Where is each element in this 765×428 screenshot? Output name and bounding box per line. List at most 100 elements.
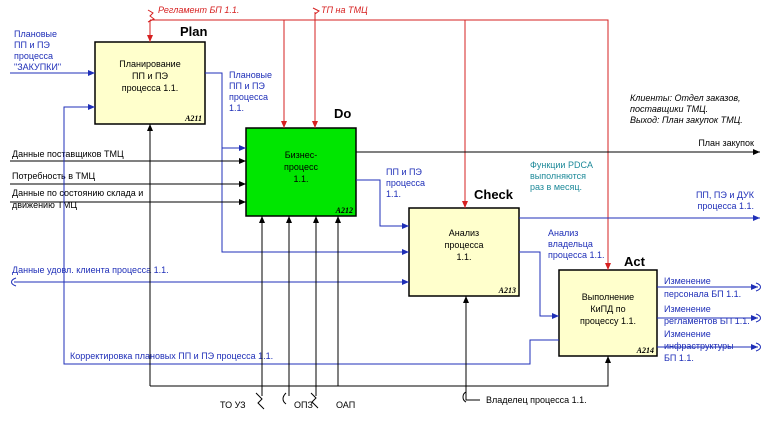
input-client-sat-tunnel xyxy=(11,277,17,287)
output-pp-pe-duk-line-1: ПП, ПЭ и ДУК xyxy=(696,190,755,200)
flow-do-to-check[interactable]: ПП и ПЭ процесса 1.1. xyxy=(356,167,425,229)
flow-do-to-check-line-2: процесса xyxy=(386,178,425,188)
feedback-correction[interactable]: Корректировка плановых ПП и ПЭ процесса … xyxy=(63,104,559,365)
mechanism-oap[interactable]: ОАП xyxy=(310,216,355,410)
box-plan-id: A211 xyxy=(184,114,202,123)
feedback-correction-arrow xyxy=(63,104,559,365)
flow-do-to-check-line-1: ПП и ПЭ xyxy=(386,167,422,177)
control-tp-tmc[interactable]: ТП на ТМЦ xyxy=(312,5,368,128)
mechanism-owner-tunnel xyxy=(462,391,467,403)
flow-check-to-act-line-2: владельца xyxy=(548,239,593,249)
input-plan-zakupki-line-1: Плановые xyxy=(14,29,57,39)
pdca-act-label: Act xyxy=(624,254,646,269)
box-do-line-1: Бизнес- xyxy=(285,150,318,160)
input-stock-line-1: Данные по состоянию склада и xyxy=(12,188,143,198)
input-suppliers[interactable]: Данные поставщиков ТМЦ xyxy=(10,149,246,164)
mechanism-oap-tunnel xyxy=(310,392,319,409)
flow-check-to-act-arrow xyxy=(519,251,559,319)
input-plan-zakupki[interactable]: Плановые ПП и ПЭ процесса "ЗАКУПКИ" xyxy=(10,29,95,76)
output-chg-regs[interactable]: Изменение регламентов БП 1.1. xyxy=(657,304,761,326)
box-check-frame xyxy=(408,207,520,297)
flow-do-to-check-arrow xyxy=(356,179,409,229)
output-pp-pe-duk[interactable]: ПП, ПЭ и ДУК процесса 1.1. xyxy=(519,190,760,221)
mechanism-to-uz-tunnel xyxy=(255,392,265,410)
output-pp-pe-duk-line-2: процесса 1.1. xyxy=(698,201,754,211)
output-chg-regs-line-1: Изменение xyxy=(664,304,711,314)
input-stock-line-2: движению ТМЦ xyxy=(12,200,77,210)
output-purchase-plan-label: План закупок xyxy=(698,138,754,148)
mechanism-to-uz[interactable]: ТО УЗ xyxy=(147,124,611,410)
output-chg-staff-line-2: персонала БП 1.1. xyxy=(664,289,741,299)
box-check[interactable]: Анализ процесса 1.1. A213 xyxy=(408,207,520,297)
input-need[interactable]: Потребность в ТМЦ xyxy=(10,171,246,187)
flow-plan-to-do-line-3: процесса xyxy=(229,92,268,102)
input-need-label: Потребность в ТМЦ xyxy=(12,171,96,181)
flow-check-to-act-line-1: Анализ xyxy=(548,228,578,238)
flow-plan-to-do[interactable]: Плановые ПП и ПЭ процесса 1.1. xyxy=(205,70,409,255)
mechanism-to-uz-label: ТО УЗ xyxy=(220,400,246,410)
input-plan-zakupki-line-3: процесса xyxy=(14,51,53,61)
output-purchase-plan[interactable]: План закупок xyxy=(356,138,760,155)
flow-plan-to-do-arrow xyxy=(205,72,246,151)
note-line-2: поставщики ТМЦ. xyxy=(630,104,708,114)
box-plan[interactable]: Планирование ПП и ПЭ процесса 1.1. A211 xyxy=(94,41,206,125)
flow-plan-to-check-arrow xyxy=(221,148,409,255)
box-check-line-1: Анализ xyxy=(449,228,479,238)
output-chg-infra-line-3: БП 1.1. xyxy=(664,353,694,363)
flow-do-to-check-line-3: 1.1. xyxy=(386,189,401,199)
output-chg-regs-line-2: регламентов БП 1.1. xyxy=(664,316,750,326)
note-pdca-line-2: выполняются xyxy=(530,171,586,181)
box-do-line-2: процесс xyxy=(284,162,318,172)
box-do-line-3: 1.1. xyxy=(293,174,308,184)
note-line-1: Клиенты: Отдел заказов, xyxy=(630,93,741,103)
input-plan-zakupki-line-4: "ЗАКУПКИ" xyxy=(14,62,61,72)
input-client-sat[interactable]: Данные удовл. клиента процесса 1.1. xyxy=(11,265,410,287)
box-do-id: A212 xyxy=(335,206,353,215)
flow-check-to-act-line-3: процесса 1.1. xyxy=(548,250,604,260)
flow-plan-to-do-line-4: 1.1. xyxy=(229,103,244,113)
output-chg-infra[interactable]: Изменение инфраструктуры БП 1.1. xyxy=(657,329,761,363)
mechanism-opz-tunnel xyxy=(282,392,287,405)
output-chg-infra-line-1: Изменение xyxy=(664,329,711,339)
pdca-check-label: Check xyxy=(474,187,514,202)
box-do-frame xyxy=(245,127,357,217)
control-reglament[interactable]: Регламент БП 1.1. xyxy=(147,5,611,270)
box-plan-line-3: процесса 1.1. xyxy=(122,83,178,93)
feedback-correction-label: Корректировка плановых ПП и ПЭ процесса … xyxy=(70,351,273,361)
note-line-3: Выход: План закупок ТМЦ. xyxy=(630,115,743,125)
box-act-line-1: Выполнение xyxy=(582,292,634,302)
pdca-do-label: Do xyxy=(334,106,351,121)
note-pdca: Функции PDCA выполняются раз в месяц. xyxy=(530,160,593,192)
box-do[interactable]: Бизнес- процесс 1.1. A212 xyxy=(245,127,357,217)
box-check-line-3: 1.1. xyxy=(456,252,471,262)
control-reglament-label: Регламент БП 1.1. xyxy=(158,5,239,15)
output-chg-staff[interactable]: Изменение персонала БП 1.1. xyxy=(657,276,761,299)
box-plan-line-2: ПП и ПЭ xyxy=(132,71,168,81)
mechanism-owner-label: Владелец процесса 1.1. xyxy=(486,395,587,405)
mechanism-owner-leader xyxy=(465,386,480,401)
box-plan-line-1: Планирование xyxy=(119,59,180,69)
mechanism-opz[interactable]: ОПЗ xyxy=(282,216,313,410)
output-chg-regs-tunnel xyxy=(755,313,761,323)
output-chg-infra-line-2: инфраструктуры xyxy=(664,341,734,351)
control-tp-tunnel xyxy=(312,7,320,15)
note-pdca-line-1: Функции PDCA xyxy=(530,160,593,170)
note-pdca-line-3: раз в месяц. xyxy=(530,182,582,192)
mechanism-owner[interactable]: Владелец процесса 1.1. xyxy=(335,216,587,405)
input-client-sat-label: Данные удовл. клиента процесса 1.1. xyxy=(12,265,169,275)
control-tp-label: ТП на ТМЦ xyxy=(321,5,368,15)
flow-plan-to-do-line-2: ПП и ПЭ xyxy=(229,81,265,91)
note-clients: Клиенты: Отдел заказов, поставщики ТМЦ. … xyxy=(630,93,743,125)
pdca-plan-label: Plan xyxy=(180,24,208,39)
mechanism-oap-label: ОАП xyxy=(336,400,355,410)
output-chg-infra-tunnel xyxy=(755,342,761,352)
input-stock[interactable]: Данные по состоянию склада и движению ТМ… xyxy=(10,188,246,210)
box-act-id: A214 xyxy=(636,346,654,355)
output-chg-staff-tunnel xyxy=(755,282,761,292)
flow-check-to-act[interactable]: Анализ владельца процесса 1.1. xyxy=(519,228,604,319)
output-chg-staff-line-1: Изменение xyxy=(664,276,711,286)
input-plan-zakupki-line-2: ПП и ПЭ xyxy=(14,40,50,50)
box-act[interactable]: Выполнение КиПД по процессу 1.1. A214 xyxy=(558,269,658,357)
mechanism-opz-label: ОПЗ xyxy=(294,400,313,410)
mechanism-to-uz-arrow-act xyxy=(150,356,611,387)
